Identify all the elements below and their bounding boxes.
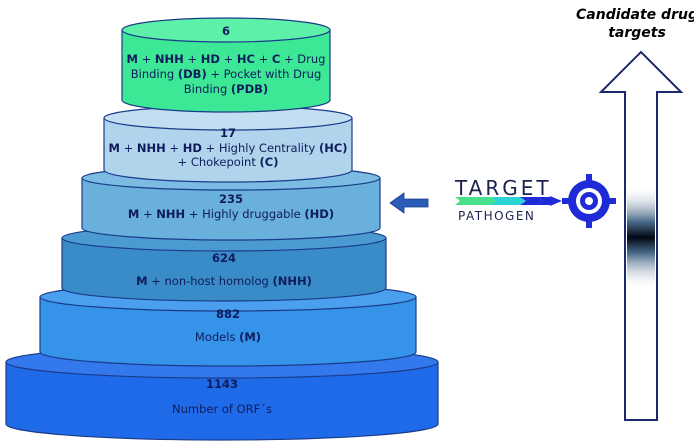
tier-6-cylinder — [121, 17, 331, 113]
tier-description-part: C — [271, 52, 281, 66]
tier-description: M + NHH + HD + HC + C + Drug Binding (DB… — [126, 52, 326, 97]
tier-description-part: + — [119, 140, 137, 155]
tier-label-17: 17 M + NHH + HD + Highly Centrality (HC)… — [104, 126, 352, 170]
tier-description-part: NHH — [136, 140, 166, 155]
tier-label-6: 6 M + NHH + HD + HC + C + Drug Binding (… — [126, 24, 326, 97]
candidate-drug-targets-title: Candidate drug targets — [576, 7, 694, 41]
tier-count: 1143 — [205, 377, 238, 391]
tier-description-part: (NHH) — [272, 273, 312, 288]
tier-description-part: M — [127, 206, 140, 221]
tier-description-part: M — [126, 52, 138, 66]
tier-description-part: (HD) — [304, 206, 335, 221]
tier-description-part: + Highly druggable — [185, 206, 305, 221]
tier-description-part: NHH — [156, 206, 186, 221]
tier-description-part: M — [136, 273, 148, 288]
tier-count: 235 — [218, 192, 243, 206]
tier-description-part: (HC) — [318, 140, 348, 155]
tier-count: 624 — [211, 251, 236, 265]
tier-description-part: Models — [194, 329, 240, 344]
tier-description-part: Number of ORF´s — [172, 401, 272, 416]
tier-description: Number of ORF´s — [6, 402, 438, 417]
tier-label-1143: 1143 Number of ORF´s — [6, 377, 438, 416]
tier-description-part: (DB) — [177, 67, 207, 81]
tier-description-part: M — [108, 140, 120, 155]
logo-text-pathogen: PATHOGEN — [458, 209, 536, 223]
pointer-arrow-icon — [389, 192, 429, 214]
tier-description-part: HD — [182, 140, 202, 155]
tier-description: Models (M) — [40, 330, 416, 345]
tier-description-part: + — [165, 140, 183, 155]
candidate-arrow — [598, 50, 684, 421]
tier-description-part: + — [183, 52, 201, 66]
tier-description-part: + Chokepoint — [177, 155, 260, 169]
tier-description-part: (PDB) — [230, 82, 269, 96]
tier-label-882: 882 Models (M) — [40, 307, 416, 344]
tier-description: M + non-host homolog (NHH) — [62, 274, 386, 289]
target-pathogen-logo-graphic — [455, 174, 616, 228]
logo-text-target: TARGET — [455, 176, 552, 200]
tier-description-part: + — [254, 52, 272, 66]
tier-description-part: (C) — [259, 155, 279, 169]
tier-description: M + NHH + HD + Highly Centrality (HC) + … — [104, 141, 352, 170]
tier-count: 17 — [219, 126, 236, 140]
tier-description: M + NHH + Highly druggable (HD) — [82, 207, 380, 222]
tier-count: 6 — [221, 24, 230, 38]
tier-description-part: (M) — [239, 329, 262, 344]
tier-description-part: NHH — [154, 52, 184, 66]
tier-description-part: + — [139, 206, 157, 221]
tier-description-part: + Highly Centrality — [201, 140, 319, 155]
tier-label-624: 624 M + non-host homolog (NHH) — [62, 251, 386, 288]
tier-description-part: HD — [200, 52, 220, 66]
tier-description-part: + — [137, 52, 155, 66]
filter-gradient-bar — [627, 185, 655, 290]
tier-count: 882 — [215, 307, 240, 321]
tier-description-part: + Drug Binding — [130, 52, 326, 81]
tier-description-part: + Pocket with Drug Binding — [183, 67, 322, 96]
tier-17-cylinder — [103, 105, 353, 183]
tier-description-part: + non-host homolog — [147, 273, 273, 288]
tier-description-part: HC — [236, 52, 255, 66]
tier-description-part: + — [219, 52, 237, 66]
tier-label-235: 235 M + NHH + Highly druggable (HD) — [82, 192, 380, 221]
